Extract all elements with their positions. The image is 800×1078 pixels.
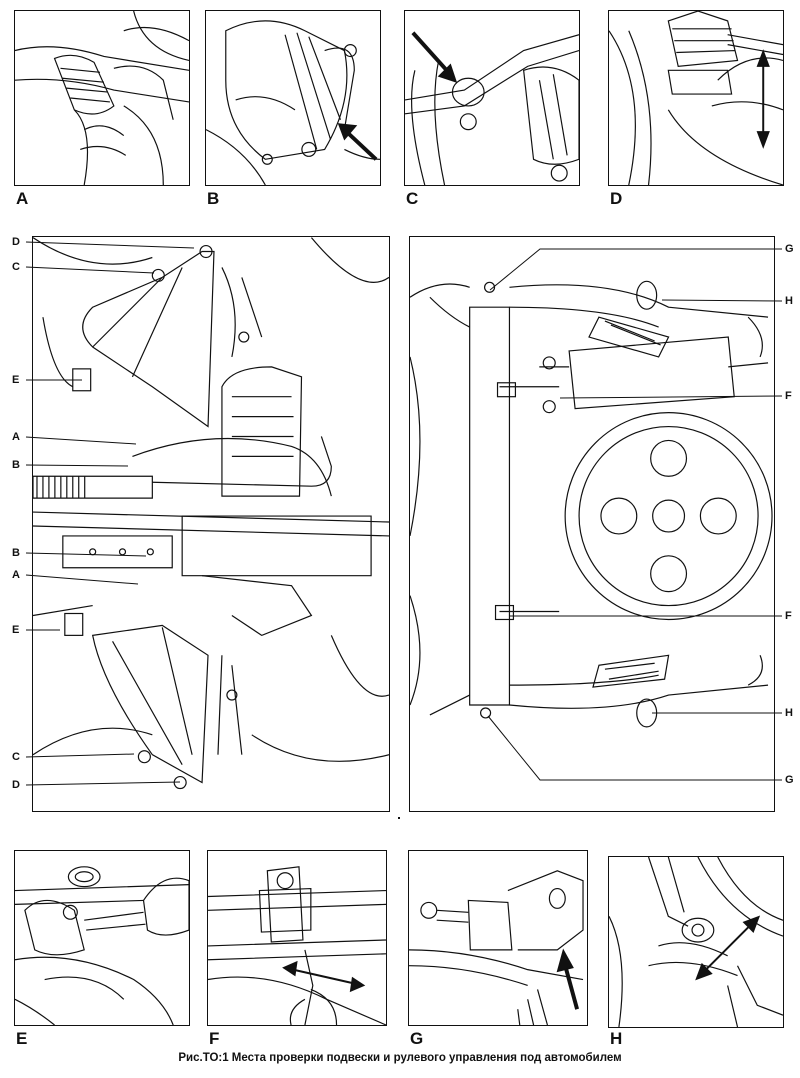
detail-h-drawing	[609, 857, 783, 1027]
detail-panel-c	[404, 10, 580, 186]
callout-d-bottom: D	[12, 779, 20, 791]
detail-panel-f	[207, 850, 387, 1026]
callout-a-top: A	[12, 431, 20, 443]
panel-label-e: E	[16, 1029, 28, 1048]
detail-panel-g	[408, 850, 588, 1026]
panel-label-a: A	[16, 189, 29, 208]
callout-g-bottom: G	[785, 774, 794, 786]
stray-mark	[398, 817, 400, 819]
detail-g-drawing	[409, 870, 584, 1025]
detail-panel-b	[205, 10, 381, 186]
detail-a-drawing	[15, 11, 189, 185]
callout-d-top: D	[12, 236, 20, 248]
double-arrow	[282, 960, 366, 993]
callout-h-top: H	[785, 295, 793, 307]
callout-h-bottom: H	[785, 707, 793, 719]
detail-panel-h	[608, 856, 784, 1028]
callout-c-top: C	[12, 261, 20, 273]
detail-e-drawing	[15, 866, 189, 1025]
front-suspension-drawing	[33, 237, 389, 790]
panel-label-b: B	[207, 189, 220, 208]
callout-g-top: G	[785, 243, 794, 255]
rear-suspension-drawing	[410, 280, 773, 728]
detail-panel-a	[14, 10, 190, 186]
callout-b-bottom: B	[12, 547, 20, 559]
detail-b-drawing	[206, 20, 380, 185]
arrow-indicator	[556, 948, 579, 1010]
detail-d-drawing	[609, 11, 783, 185]
arrow-indicator	[337, 123, 378, 161]
front-suspension-diagram	[32, 236, 390, 812]
panel-label-d: D	[610, 189, 623, 208]
rear-suspension-diagram	[409, 236, 775, 812]
detail-panel-d	[608, 10, 784, 186]
double-arrow	[756, 49, 770, 149]
double-arrow	[695, 915, 761, 981]
detail-f-drawing	[208, 866, 386, 1025]
panel-label-h: H	[610, 1029, 623, 1048]
callout-f-top: F	[785, 390, 792, 402]
detail-c-drawing	[405, 34, 579, 185]
callout-e-bottom: E	[12, 624, 20, 636]
callout-c-bottom: C	[12, 751, 20, 763]
arrow-indicator	[411, 31, 458, 83]
callout-a-bottom: A	[12, 569, 20, 581]
callout-e-top: E	[12, 374, 20, 386]
panel-label-g: G	[410, 1029, 424, 1048]
panel-label-f: F	[209, 1029, 220, 1048]
detail-panel-e	[14, 850, 190, 1026]
panel-label-c: C	[406, 189, 419, 208]
figure-caption: Рис.ТО:1 Места проверки подвески и рулев…	[178, 1052, 622, 1064]
callout-b-top: B	[12, 459, 20, 471]
callout-f-bottom: F	[785, 610, 792, 622]
